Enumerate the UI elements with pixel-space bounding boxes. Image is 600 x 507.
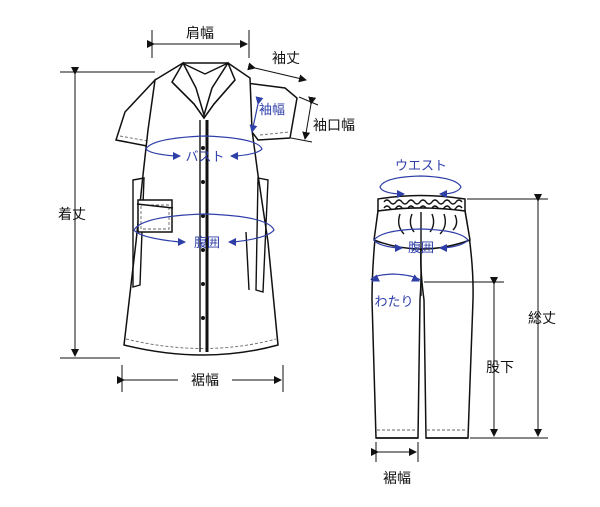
label-inseam: 股下 xyxy=(486,360,514,376)
label-pants-abdomen: 腹囲 xyxy=(408,240,434,256)
label-cuff-width: 袖口幅 xyxy=(313,118,355,134)
pants-measure-guides xyxy=(370,175,469,282)
pants-labels: ウエスト 腹囲 わたり 総丈 股下 裾幅 xyxy=(374,159,556,487)
dress-illustration xyxy=(115,61,298,356)
pants-dimensions xyxy=(371,194,548,462)
dress-labels: 肩幅 袖丈 袖幅 袖口幅 バスト 着丈 腹囲 裾幅 xyxy=(58,26,355,389)
label-thigh: わたり xyxy=(374,295,413,310)
label-sleeve-width: 袖幅 xyxy=(259,103,285,118)
label-total-length: 総丈 xyxy=(528,311,556,327)
label-dress-abdomen: 腹囲 xyxy=(194,235,220,251)
label-shoulder-width: 肩幅 xyxy=(186,26,214,42)
dress-measure-guides xyxy=(133,96,275,246)
dress-pocket xyxy=(137,199,173,233)
dress-body xyxy=(123,62,279,356)
pants-illustration xyxy=(371,194,474,439)
label-sleeve-length: 袖丈 xyxy=(272,51,300,67)
label-waist: ウエスト xyxy=(395,159,447,174)
label-pants-hem-width: 裾幅 xyxy=(383,471,411,487)
label-dress-hem-width: 裾幅 xyxy=(191,373,219,389)
dress-dimensions xyxy=(60,30,319,392)
label-bust: バスト xyxy=(185,150,224,165)
dress-buttons xyxy=(201,146,205,320)
label-dress-length: 着丈 xyxy=(58,207,86,223)
